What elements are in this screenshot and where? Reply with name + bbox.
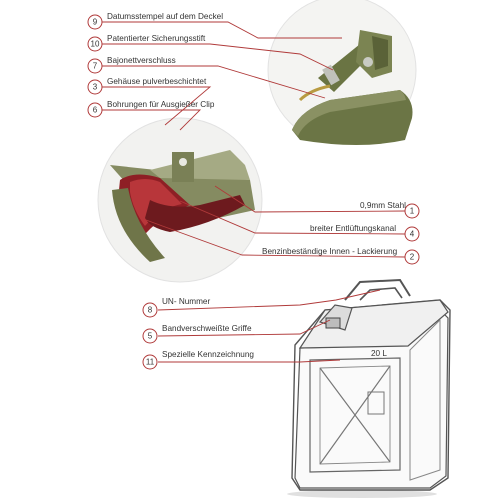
callout-9-number: 9 [93,18,98,27]
leader-8 [157,289,381,311]
leader-5 [157,319,331,337]
cap-detail-view [267,0,417,145]
callout-6-number: 6 [93,106,98,115]
callout-10-label: Patentierter Sicherungsstift [107,34,206,43]
leader-6 [102,109,202,131]
callout-4-number: 4 [410,230,415,239]
callouts: 9 Datumsstempel auf dem Deckel 10 Patent… [87,12,420,370]
callout-5-number: 5 [148,332,153,341]
leader-10 [102,43,334,71]
leader-4 [179,200,406,235]
callout-8-label: UN- Nummer [162,297,210,306]
leader-lines [102,21,406,363]
callout-6-label: Bohrungen für Ausgießer Clip [107,100,215,109]
callout-9-label: Datumsstempel auf dem Deckel [107,12,223,21]
callout-2-number: 2 [410,253,415,262]
callout-5-label: Bandverschweißte Griffe [162,324,252,333]
callout-11-number: 11 [146,358,155,367]
callout-6-badge [87,102,103,118]
leader-3 [102,86,212,126]
callout-3-label: Gehäuse pulverbeschichtet [107,77,207,86]
callout-3-badge [87,79,103,95]
callout-10-number: 10 [91,40,100,49]
callout-4-label: breiter Entlüftungskanal [310,224,396,233]
callout-2-label: Benzinbeständige Innen - Lackierung [262,247,398,256]
callout-7-badge [87,58,103,74]
leader-1 [214,185,406,213]
callout-11-badge [142,354,158,370]
callout-2-badge [404,249,420,265]
leader-7 [102,65,326,99]
callout-9-badge [87,14,103,30]
callout-7-number: 7 [93,62,98,71]
callout-1-number: 1 [410,207,415,216]
callout-8-number: 8 [148,306,153,315]
callout-3-number: 3 [93,83,98,92]
interior-detail-view [97,117,263,283]
jerrycan-illustration: 20 L [287,278,451,498]
callout-4-badge [404,226,420,242]
callout-8-badge [142,302,158,318]
callout-7-label: Bajonettverschluss [107,56,176,65]
leader-9 [102,21,342,39]
leader-2 [145,219,406,258]
callout-11-label: Spezielle Kennzeichnung [162,350,254,359]
capacity-marking: 20 L [371,349,387,358]
callout-1-label: 0,9mm Stahl [360,201,406,210]
callout-1-badge [404,203,420,219]
leader-11 [158,359,341,363]
callout-5-badge [142,328,158,344]
callout-10-badge [87,36,103,52]
